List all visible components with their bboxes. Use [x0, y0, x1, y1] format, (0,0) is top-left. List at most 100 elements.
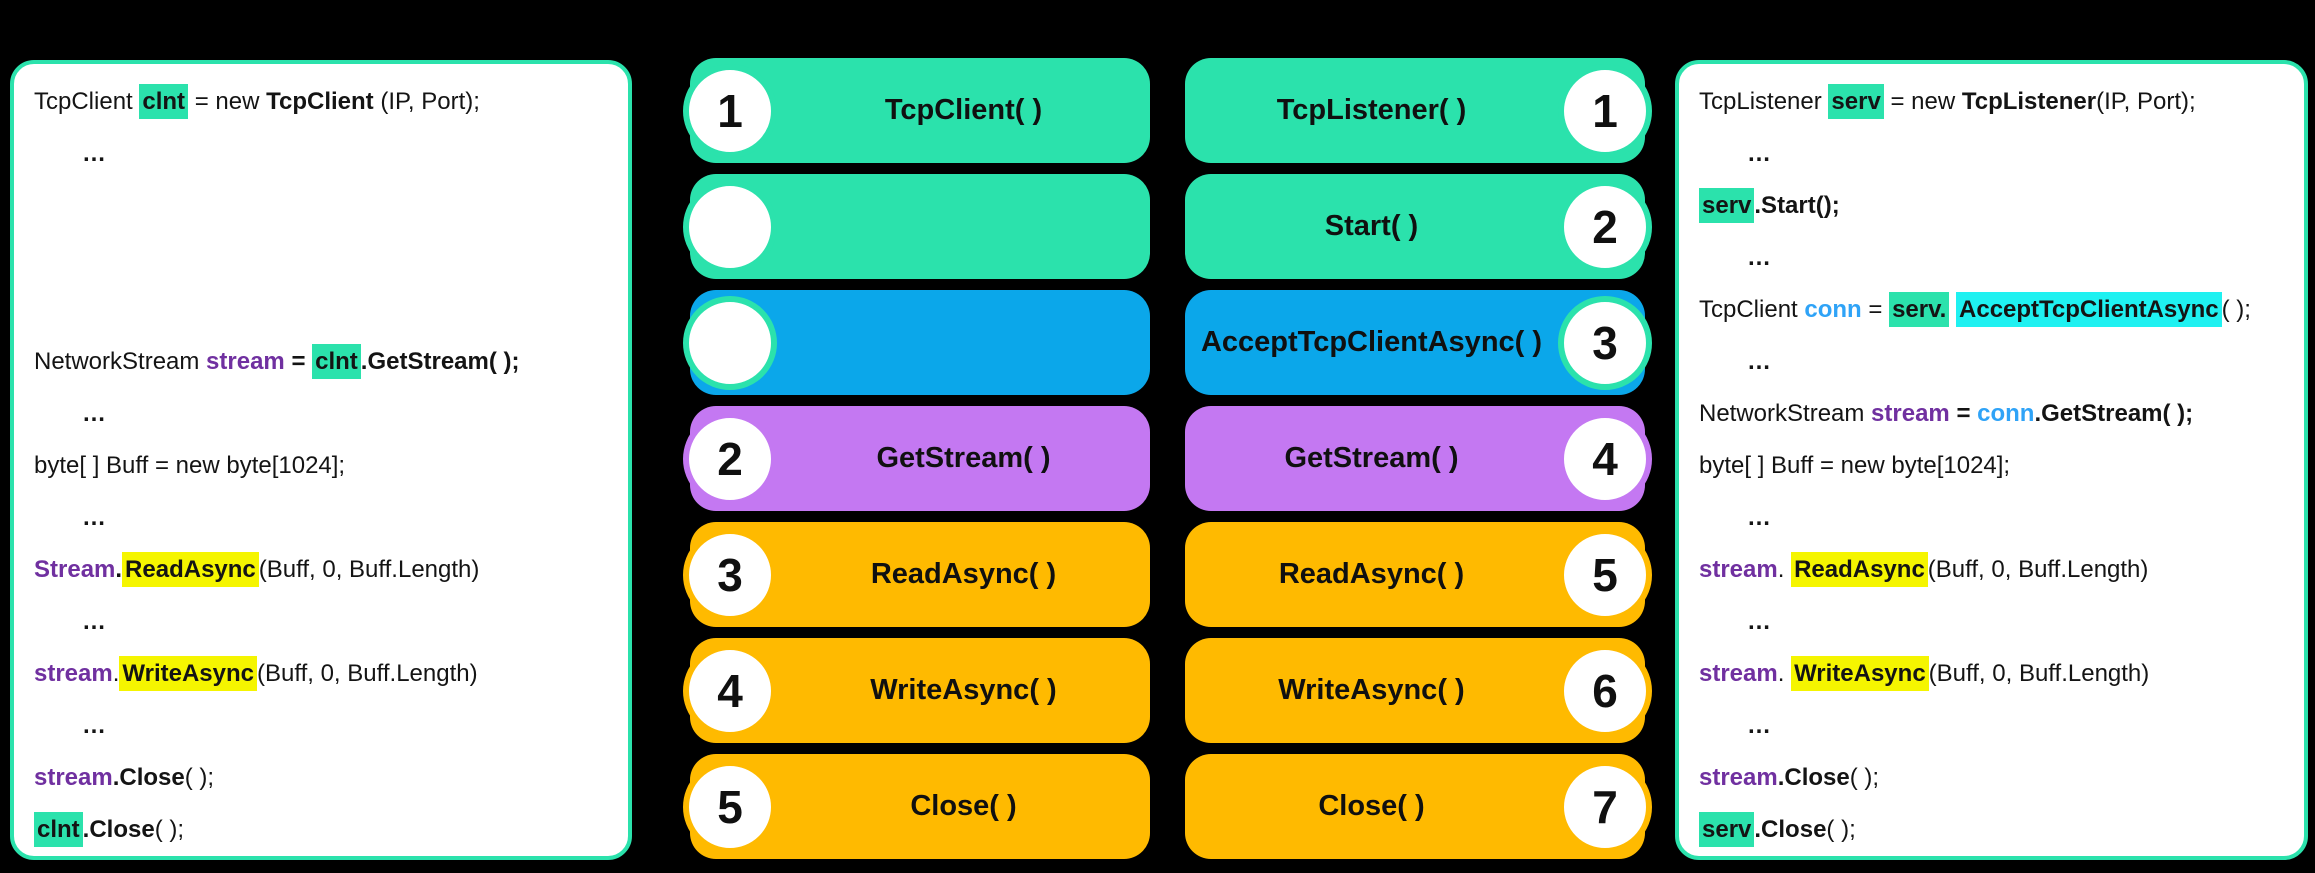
client-code-panel: TcpClient clnt = new TcpClient (IP, Port…: [10, 60, 632, 860]
step-number: 5: [717, 780, 743, 833]
step-number-circle: 4: [1558, 411, 1652, 506]
step-number-circle: 4: [683, 643, 777, 738]
step-number-circle: [683, 179, 777, 274]
code-line: stream.Close( );: [34, 752, 614, 804]
server-code-panel: TcpListener serv = new TcpListener(IP, P…: [1675, 60, 2308, 860]
code-segment: …: [1747, 608, 1771, 635]
step-number-circle: 3: [1558, 295, 1652, 390]
code-line: …: [34, 492, 614, 544]
code-segment: =: [291, 348, 313, 375]
step-number-circle: 6: [1558, 643, 1652, 738]
code-segment: TcpListener: [1699, 88, 1829, 115]
step-number: 7: [1592, 780, 1618, 833]
code-segment: …: [1747, 348, 1771, 375]
code-segment: ( );: [154, 816, 185, 843]
code-segment: .: [112, 660, 120, 687]
code-segment: clnt: [312, 344, 361, 379]
code-segment: serv: [1699, 188, 1755, 223]
code-line: …: [1699, 336, 2290, 388]
step-label: Close( ): [1318, 790, 1425, 822]
code-line: …: [34, 700, 614, 752]
step-label: TcpListener( ): [1276, 94, 1467, 126]
code-segment: Stream: [34, 556, 116, 583]
step-pill: 7 Close( ): [1185, 754, 1652, 859]
step-label: GetStream( ): [876, 442, 1051, 474]
code-segment: .GetStream( );: [360, 348, 520, 375]
step-label: WriteAsync( ): [1278, 674, 1465, 706]
code-line: [34, 284, 614, 336]
step-number: 6: [1592, 664, 1618, 717]
step-label: Close( ): [910, 790, 1017, 822]
step-pill: 6 WriteAsync( ): [1185, 638, 1652, 743]
step-number-circle: 1: [1558, 63, 1652, 158]
code-segment: NetworkStream: [34, 348, 207, 375]
code-segment: stream: [34, 660, 113, 687]
code-line: stream. ReadAsync(Buff, 0, Buff.Length): [1699, 544, 2290, 596]
code-line: …: [1699, 128, 2290, 180]
code-line: …: [34, 596, 614, 648]
code-segment: (Buff, 0, Buff.Length): [258, 556, 480, 583]
step-number-circle: 2: [1558, 179, 1652, 274]
code-segment: .: [115, 556, 123, 583]
code-segment: stream: [1699, 764, 1778, 791]
code-segment: ( );: [1826, 816, 1856, 843]
step-label: AcceptTcpClientAsync( ): [1200, 326, 1543, 358]
code-segment: TcpListener: [1961, 88, 2097, 115]
code-segment: ( );: [184, 764, 215, 791]
code-line: byte[ ] Buff = new byte[1024];: [1699, 440, 2290, 492]
code-line: serv.Close( );: [1699, 804, 2290, 856]
step-number: 1: [1592, 84, 1618, 137]
code-segment: stream: [1871, 400, 1957, 427]
code-segment: conn: [1804, 296, 1862, 323]
step-pill: 4 GetStream( ): [1185, 406, 1652, 511]
code-segment: …: [1747, 504, 1771, 531]
code-line: stream. WriteAsync(Buff, 0, Buff.Length): [1699, 648, 2290, 700]
code-line: …: [1699, 492, 2290, 544]
code-segment: AcceptTcpClientAsync: [1956, 292, 2222, 327]
code-line: stream.Close( );: [1699, 752, 2290, 804]
code-line: …: [34, 388, 614, 440]
code-segment: conn: [1977, 400, 2035, 427]
code-line: TcpClient conn = serv. AcceptTcpClientAs…: [1699, 284, 2290, 336]
code-segment: (Buff, 0, Buff.Length): [1927, 556, 2149, 583]
code-segment: ReadAsync: [1791, 552, 1928, 587]
code-segment: (Buff, 0, Buff.Length): [1928, 660, 2150, 687]
code-segment: .: [1777, 556, 1792, 583]
code-line: clnt.Close( );: [34, 804, 614, 856]
step-pill: 3 AcceptTcpClientAsync( ): [1185, 290, 1652, 395]
code-segment: clnt: [139, 84, 189, 119]
code-line: NetworkStream stream = conn.GetStream( )…: [1699, 388, 2290, 440]
code-line: …: [1699, 700, 2290, 752]
code-line: TcpClient clnt = new TcpClient (IP, Port…: [34, 76, 614, 128]
code-line: …: [1699, 596, 2290, 648]
code-line: Stream.ReadAsync(Buff, 0, Buff.Length): [34, 544, 614, 596]
code-segment: (IP, Port);: [2096, 88, 2196, 115]
code-segment: …: [82, 400, 106, 427]
code-segment: .Close: [1777, 764, 1850, 791]
step-pill: [683, 174, 1150, 279]
step-pill: [683, 290, 1150, 395]
code-segment: .: [1777, 660, 1792, 687]
code-segment: .Start();: [1754, 192, 1840, 219]
code-segment: =: [1861, 296, 1890, 323]
code-segment: serv: [1699, 812, 1755, 847]
code-segment: ( );: [1849, 764, 1880, 791]
step-number: 2: [1592, 200, 1618, 253]
code-segment: .Close: [112, 764, 185, 791]
step-label: GetStream( ): [1284, 442, 1459, 474]
code-segment: stream: [1699, 660, 1778, 687]
code-line: [34, 232, 614, 284]
code-segment: …: [82, 504, 106, 531]
code-segment: .Close: [82, 816, 155, 843]
step-number-circle: [683, 295, 777, 390]
code-line: serv.Start();: [1699, 180, 2290, 232]
code-segment: NetworkStream: [1699, 400, 1872, 427]
code-segment: …: [82, 712, 106, 739]
step-number-circle: 2: [683, 411, 777, 506]
code-segment: = new: [188, 88, 267, 115]
